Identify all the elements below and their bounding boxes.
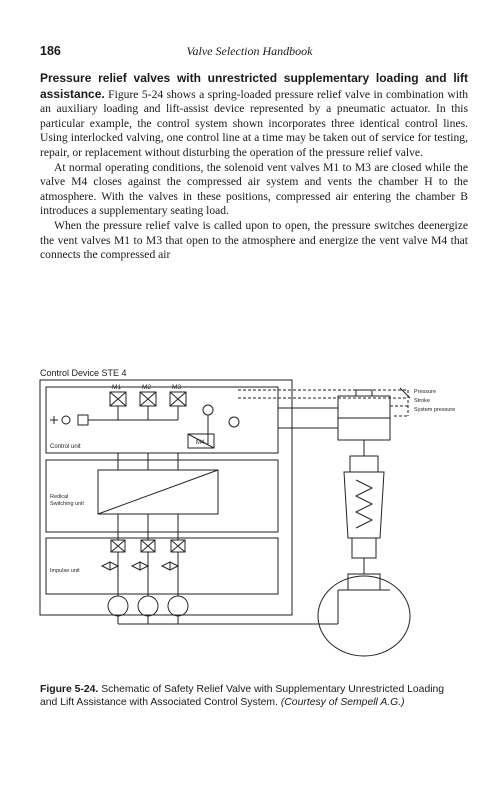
figure-5-24: Control Device STE 4 M1 M2 M3 M4 Control…	[38, 368, 478, 668]
pressure-vessel	[317, 575, 411, 657]
pressure-switch-2	[137, 595, 159, 617]
control-device-frame	[39, 379, 293, 616]
label-control-unit: Control unit	[50, 444, 81, 450]
pneumatic-actuator	[337, 389, 391, 456]
control-unit-box	[45, 386, 279, 454]
solenoid-valve-m3	[169, 391, 187, 420]
page-number: 186	[40, 44, 61, 58]
label-system-pressure: System pressure	[414, 407, 455, 413]
impulse-box-1	[110, 539, 126, 553]
label-stroke: Stroke	[414, 398, 430, 404]
switching-panel	[97, 469, 219, 515]
schematic-diagram: Control Device STE 4 M1 M2 M3 M4 Control…	[39, 368, 455, 657]
running-title: Valve Selection Handbook	[186, 44, 313, 58]
caption-label: Figure 5-24.	[40, 684, 99, 695]
impulse-box-3	[170, 539, 186, 553]
pressure-switch-3	[167, 595, 189, 617]
caption-text: Schematic of Safety Relief Valve with Su…	[40, 684, 445, 708]
figure-title: Control Device STE 4	[40, 368, 127, 378]
paragraph-1-text: Figure 5-24 shows a spring-loaded pressu…	[40, 87, 468, 159]
impulse-unit-box	[45, 537, 279, 595]
pressure-switch-1	[107, 595, 129, 617]
label-m4: M4	[196, 440, 205, 446]
caption-credit: (Courtesy of Sempell A.G.)	[280, 697, 405, 708]
valve-m4	[187, 433, 215, 449]
label-m3: M3	[172, 384, 181, 391]
relief-valve-body	[338, 455, 390, 591]
label-m2: M2	[142, 384, 151, 391]
label-switching-unit: Switching unit	[50, 501, 84, 507]
paragraph-1: Pressure relief valves with unrestricted…	[40, 71, 468, 161]
impulse-box-2	[140, 539, 156, 553]
label-switching-prefix: Redical	[50, 494, 68, 500]
label-m1: M1	[112, 384, 121, 391]
solenoid-valve-m1	[109, 391, 127, 420]
solenoid-valve-m2	[139, 391, 157, 420]
page-header: 186 Valve Selection Handbook	[40, 44, 459, 60]
paragraph-1-lead: Pressure relief valves with unrestricted…	[40, 71, 468, 101]
switching-unit-box	[45, 459, 279, 533]
paragraph-2: At normal operating conditions, the sole…	[40, 160, 468, 218]
paragraph-3: When the pressure relief valve is called…	[40, 218, 468, 262]
label-pressure: Pressure	[414, 389, 436, 395]
label-impulse-unit: Impulse unit	[50, 568, 80, 574]
figure-caption: Figure 5-24. Schematic of Safety Relief …	[40, 683, 460, 709]
body-text: Pressure relief valves with unrestricted…	[40, 71, 468, 263]
